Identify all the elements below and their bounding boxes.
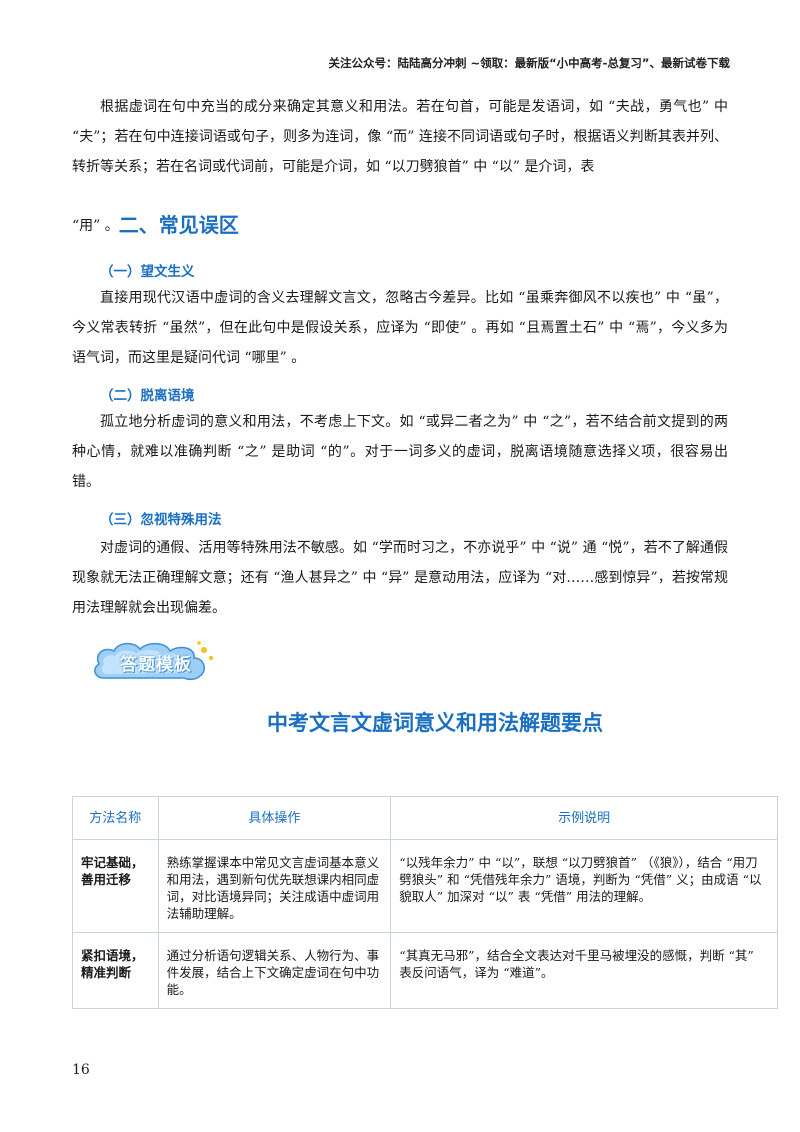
header-note: 关注公众号：陆陆高分冲刺 ~领取：最新版“小中高考-总复习”、最新试卷下载 bbox=[328, 56, 730, 70]
subheading-ignoring-context: （二）脱离语境 bbox=[100, 388, 195, 404]
methods-table: 方法名称 具体操作 示例说明 牢记基础，善用迁移 熟练掌握课本中常见文言虚词基本… bbox=[72, 796, 778, 1009]
section-title-common-mistakes: 二、常见误区 bbox=[118, 213, 239, 237]
column-header-operation: 具体操作 bbox=[157, 796, 392, 840]
badge-label: 答题模板 bbox=[120, 655, 192, 675]
method-operation: 通过分析语句逻辑关系、人物行为、事件发展，结合上下文确定虚词在句中功能。 bbox=[157, 932, 392, 1009]
column-header-method: 方法名称 bbox=[72, 796, 159, 840]
subheading-special-usage: （三）忽视特殊用法 bbox=[100, 512, 222, 528]
answer-template-badge: 答题模板 bbox=[90, 638, 220, 684]
template-title: 中考文言文虚词意义和用法解题要点 bbox=[267, 711, 603, 735]
paragraph-literal-meaning: 直接用现代汉语中虚词的含义去理解文言文，忽略古今差异。比如 “虽乘奔御风不以疾也… bbox=[72, 290, 728, 366]
column-header-example: 示例说明 bbox=[390, 796, 778, 840]
table-row: 牢记基础，善用迁移 熟练掌握课本中常见文言虚词基本意义和用法，遇到新句优先联想课… bbox=[72, 839, 778, 933]
paragraph-ignoring-context: 孤立地分析虚词的意义和用法，不考虑上下文。如 “或异二者之为” 中 “之”，若不… bbox=[72, 414, 728, 490]
intro-paragraph: 根据虚词在句中充当的成分来确定其意义和用法。若在句首，可能是发语词，如 “夫战，… bbox=[72, 99, 728, 175]
method-example: “以残年余力” 中 “以”，联想 “以刀劈狼首” （《狼》），结合 “用刀劈狼头… bbox=[390, 839, 778, 933]
intro-tail-line: “用” 。二、常见误区 bbox=[72, 210, 239, 241]
method-example: “其真无马邪”，结合全文表达对千里马被埋没的感慨，判断 “其” 表反问语气，译为… bbox=[390, 932, 778, 1009]
method-name: 紧扣语境，精准判断 bbox=[72, 932, 159, 1009]
page-number: 16 bbox=[72, 1062, 90, 1078]
table-header-row: 方法名称 具体操作 示例说明 bbox=[72, 796, 778, 840]
table-row: 紧扣语境，精准判断 通过分析语句逻辑关系、人物行为、事件发展，结合上下文确定虚词… bbox=[72, 932, 778, 1009]
intro-tail: “用” 。 bbox=[72, 218, 119, 234]
method-name: 牢记基础，善用迁移 bbox=[72, 839, 159, 933]
subheading-literal-meaning: （一）望文生义 bbox=[100, 264, 195, 280]
paragraph-special-usage: 对虚词的通假、活用等特殊用法不敏感。如 “学而时习之，不亦说乎” 中 “说” 通… bbox=[72, 540, 728, 616]
method-operation: 熟练掌握课本中常见文言虚词基本意义和用法，遇到新句优先联想课内相同虚词，对比语境… bbox=[157, 839, 392, 933]
cloud-badge-icon bbox=[94, 641, 214, 681]
